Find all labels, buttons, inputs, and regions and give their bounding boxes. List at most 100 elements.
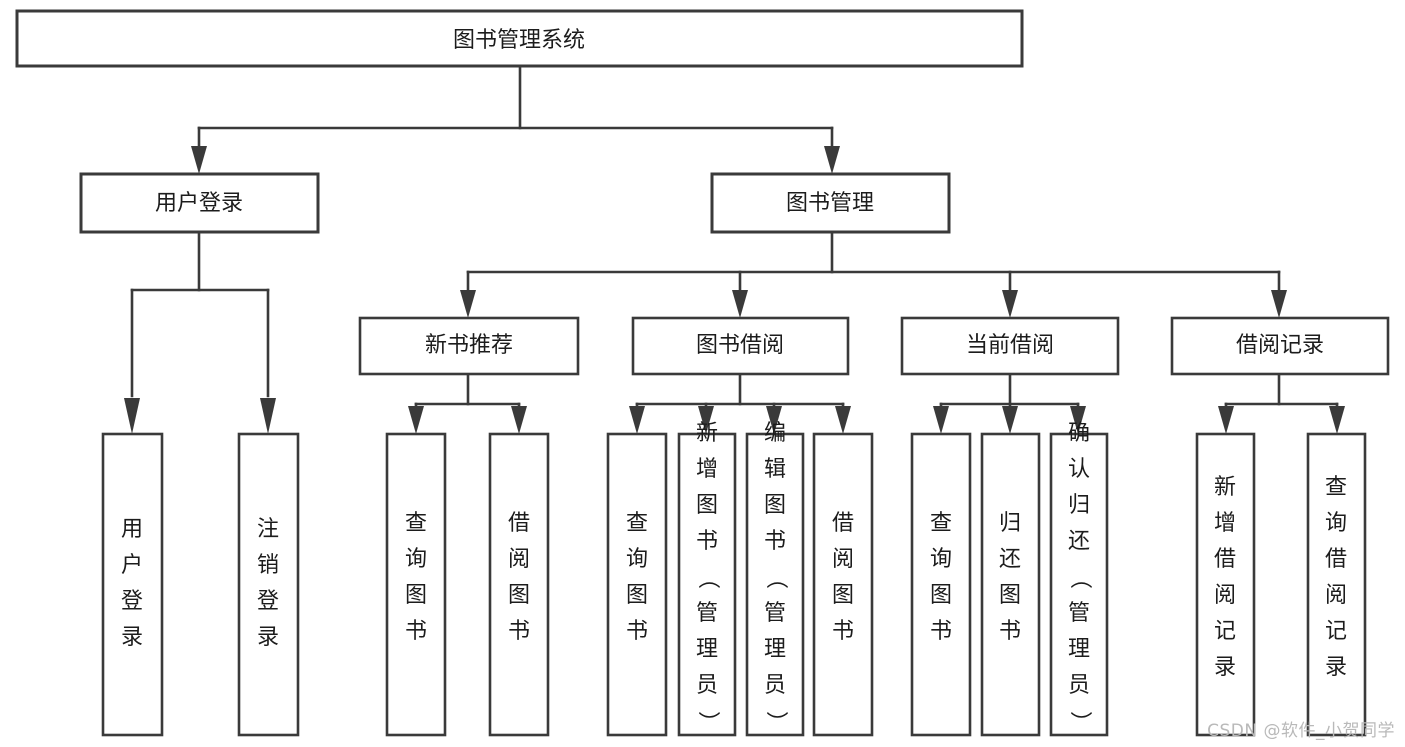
svg-text:阅: 阅: [832, 547, 854, 572]
svg-text:）: ）: [1067, 711, 1092, 733]
svg-text:询: 询: [1325, 511, 1347, 536]
connector-layer: [124, 64, 1345, 434]
leaf-logout-login-box[interactable]: [237, 432, 300, 737]
svg-text:图: 图: [764, 493, 786, 518]
node-current-borrow-label: 当前借阅: [966, 333, 1054, 358]
leaf-user-login[interactable]: 用户登录: [101, 432, 164, 737]
node-new-book-recommend-label: 新书推荐: [425, 333, 513, 358]
node-current-borrow-box[interactable]: [900, 316, 1120, 376]
leaf-user-login-box[interactable]: [101, 432, 164, 737]
node-book-borrow-label: 图书借阅: [696, 333, 784, 358]
leaf-add-record-box[interactable]: [1195, 432, 1256, 737]
leaf-borrow-book-1-box[interactable]: [488, 432, 550, 737]
svg-text:记: 记: [1325, 619, 1347, 644]
arrow-head-book-borrow: [732, 290, 748, 318]
svg-text:书: 书: [930, 619, 952, 644]
node-user-login[interactable]: 用户登录: [79, 172, 320, 234]
node-root-box[interactable]: [15, 9, 1024, 68]
arrow-head-leaf-borrow-book-2: [835, 406, 851, 434]
leaf-add-book-box[interactable]: [677, 432, 737, 737]
node-book-management-label: 图书管理: [786, 191, 874, 216]
svg-text:辑: 辑: [764, 457, 786, 482]
svg-text:阅: 阅: [1214, 583, 1236, 608]
svg-text:理: 理: [764, 637, 786, 662]
node-new-book-recommend[interactable]: 新书推荐: [358, 316, 580, 376]
svg-text:理: 理: [696, 637, 718, 662]
svg-text:书: 书: [626, 619, 648, 644]
node-new-book-recommend-box[interactable]: [358, 316, 580, 376]
node-current-borrow[interactable]: 当前借阅: [900, 316, 1120, 376]
node-book-borrow-box[interactable]: [631, 316, 850, 376]
leaf-confirm-return-box[interactable]: [1049, 432, 1109, 737]
svg-text:归: 归: [1068, 493, 1090, 518]
svg-text:借: 借: [1325, 547, 1347, 572]
arrow-head-leaf-edit-book: [766, 406, 782, 434]
node-borrow-record-label: 借阅记录: [1236, 333, 1324, 358]
node-book-management-box[interactable]: [710, 172, 951, 234]
leaf-query-record-box[interactable]: [1306, 432, 1367, 737]
arrow-head-leaf-add-book: [698, 406, 714, 434]
svg-text:录: 录: [1325, 655, 1347, 680]
node-borrow-record-box[interactable]: [1170, 316, 1390, 376]
svg-text:图: 图: [696, 493, 718, 518]
svg-text:询: 询: [626, 547, 648, 572]
svg-text:还: 还: [999, 547, 1021, 572]
node-root[interactable]: 图书管理系统: [15, 9, 1024, 68]
leaf-return-book-box[interactable]: [980, 432, 1041, 737]
node-root-label: 图书管理系统: [453, 28, 585, 53]
node-book-management[interactable]: 图书管理: [710, 172, 951, 234]
svg-text:（: （: [695, 567, 720, 589]
leaf-edit-book-box[interactable]: [745, 432, 805, 737]
svg-text:图: 图: [626, 583, 648, 608]
arrow-head-leaf-query-book-3: [933, 406, 949, 434]
arrow-head-current-borrow: [1002, 290, 1018, 318]
leaf-query-book-2-box[interactable]: [606, 432, 668, 737]
svg-text:员: 员: [696, 673, 718, 698]
svg-text:登: 登: [257, 589, 279, 614]
svg-text:管: 管: [696, 601, 718, 626]
svg-text:管: 管: [764, 601, 786, 626]
svg-text:新: 新: [1214, 475, 1236, 500]
arrow-head-leaf-query-record: [1329, 406, 1345, 434]
svg-text:借: 借: [1214, 547, 1236, 572]
node-borrow-record[interactable]: 借阅记录: [1170, 316, 1390, 376]
svg-text:书: 书: [764, 529, 786, 554]
leaf-borrow-book-2-box[interactable]: [812, 432, 874, 737]
svg-text:管: 管: [1068, 601, 1090, 626]
svg-text:销: 销: [257, 553, 279, 578]
node-book-borrow[interactable]: 图书借阅: [631, 316, 850, 376]
node-user-login-box[interactable]: [79, 172, 320, 234]
leaf-query-book-3-box[interactable]: [910, 432, 972, 737]
svg-text:还: 还: [1068, 529, 1090, 554]
svg-text:（: （: [763, 567, 788, 589]
svg-text:用: 用: [121, 517, 143, 542]
svg-text:阅: 阅: [1325, 583, 1347, 608]
leaf-query-book-1-box[interactable]: [385, 432, 447, 737]
svg-text:书: 书: [832, 619, 854, 644]
svg-text:员: 员: [1068, 673, 1090, 698]
svg-text:询: 询: [930, 547, 952, 572]
svg-text:登: 登: [121, 589, 143, 614]
